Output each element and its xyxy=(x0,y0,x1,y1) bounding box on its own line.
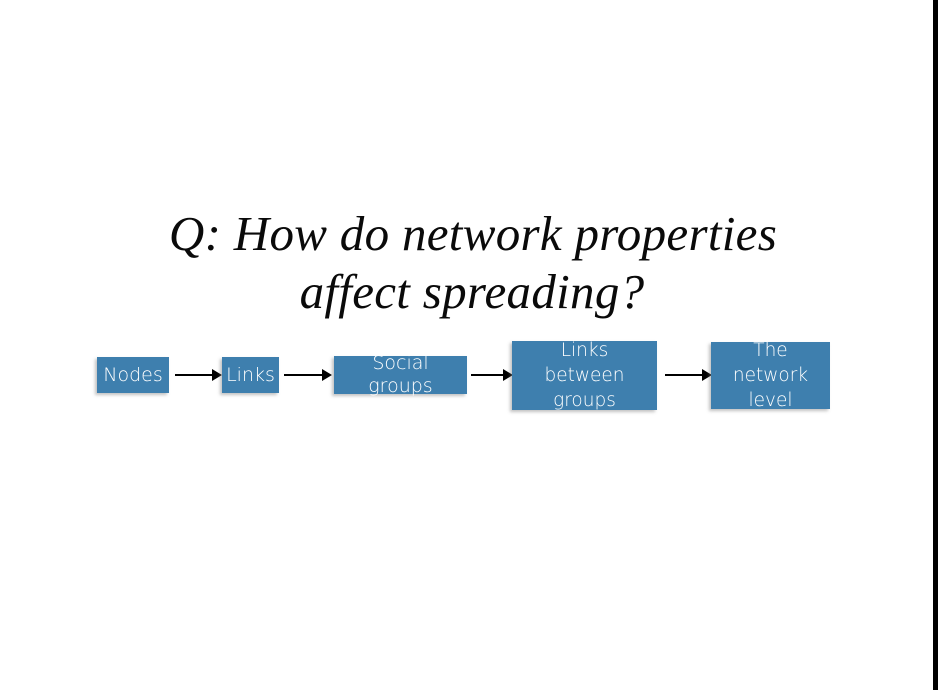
flow-step-social-groups[interactable]: Social groups xyxy=(334,352,467,397)
arrow-shaft xyxy=(665,374,703,377)
flow-arrow-4 xyxy=(665,369,712,381)
flow-step-nodes[interactable]: Nodes xyxy=(97,357,169,393)
flow-step-label: Social groups xyxy=(368,352,433,397)
title-line-1: Q: How do network properties xyxy=(168,205,778,261)
arrow-shaft xyxy=(284,374,323,377)
flow-diagram: Nodes Links Social groups Links between … xyxy=(0,330,938,420)
arrow-shaft xyxy=(175,374,213,377)
flow-step-links-between-groups[interactable]: Links between groups xyxy=(512,340,657,411)
flow-step-label: The network level xyxy=(732,340,809,411)
flow-arrow-3 xyxy=(471,369,513,381)
flow-step-the-network-level[interactable]: The network level xyxy=(711,340,830,411)
flow-step-label: Nodes xyxy=(103,363,163,386)
arrow-head-icon xyxy=(503,369,513,381)
flow-step-links[interactable]: Links xyxy=(222,357,279,393)
flow-step-label: Links between groups xyxy=(544,340,625,411)
slide-title: Q: How do network properties affect spre… xyxy=(0,205,938,321)
arrow-head-icon xyxy=(212,369,222,381)
title-line-2: affect spreading? xyxy=(299,263,645,319)
arrow-head-icon xyxy=(322,369,332,381)
arrow-head-icon xyxy=(702,369,712,381)
flow-arrow-1 xyxy=(175,369,222,381)
arrow-shaft xyxy=(471,374,504,377)
flow-step-label: Links xyxy=(226,363,275,386)
right-edge-bar xyxy=(933,0,938,690)
flow-arrow-2 xyxy=(284,369,332,381)
